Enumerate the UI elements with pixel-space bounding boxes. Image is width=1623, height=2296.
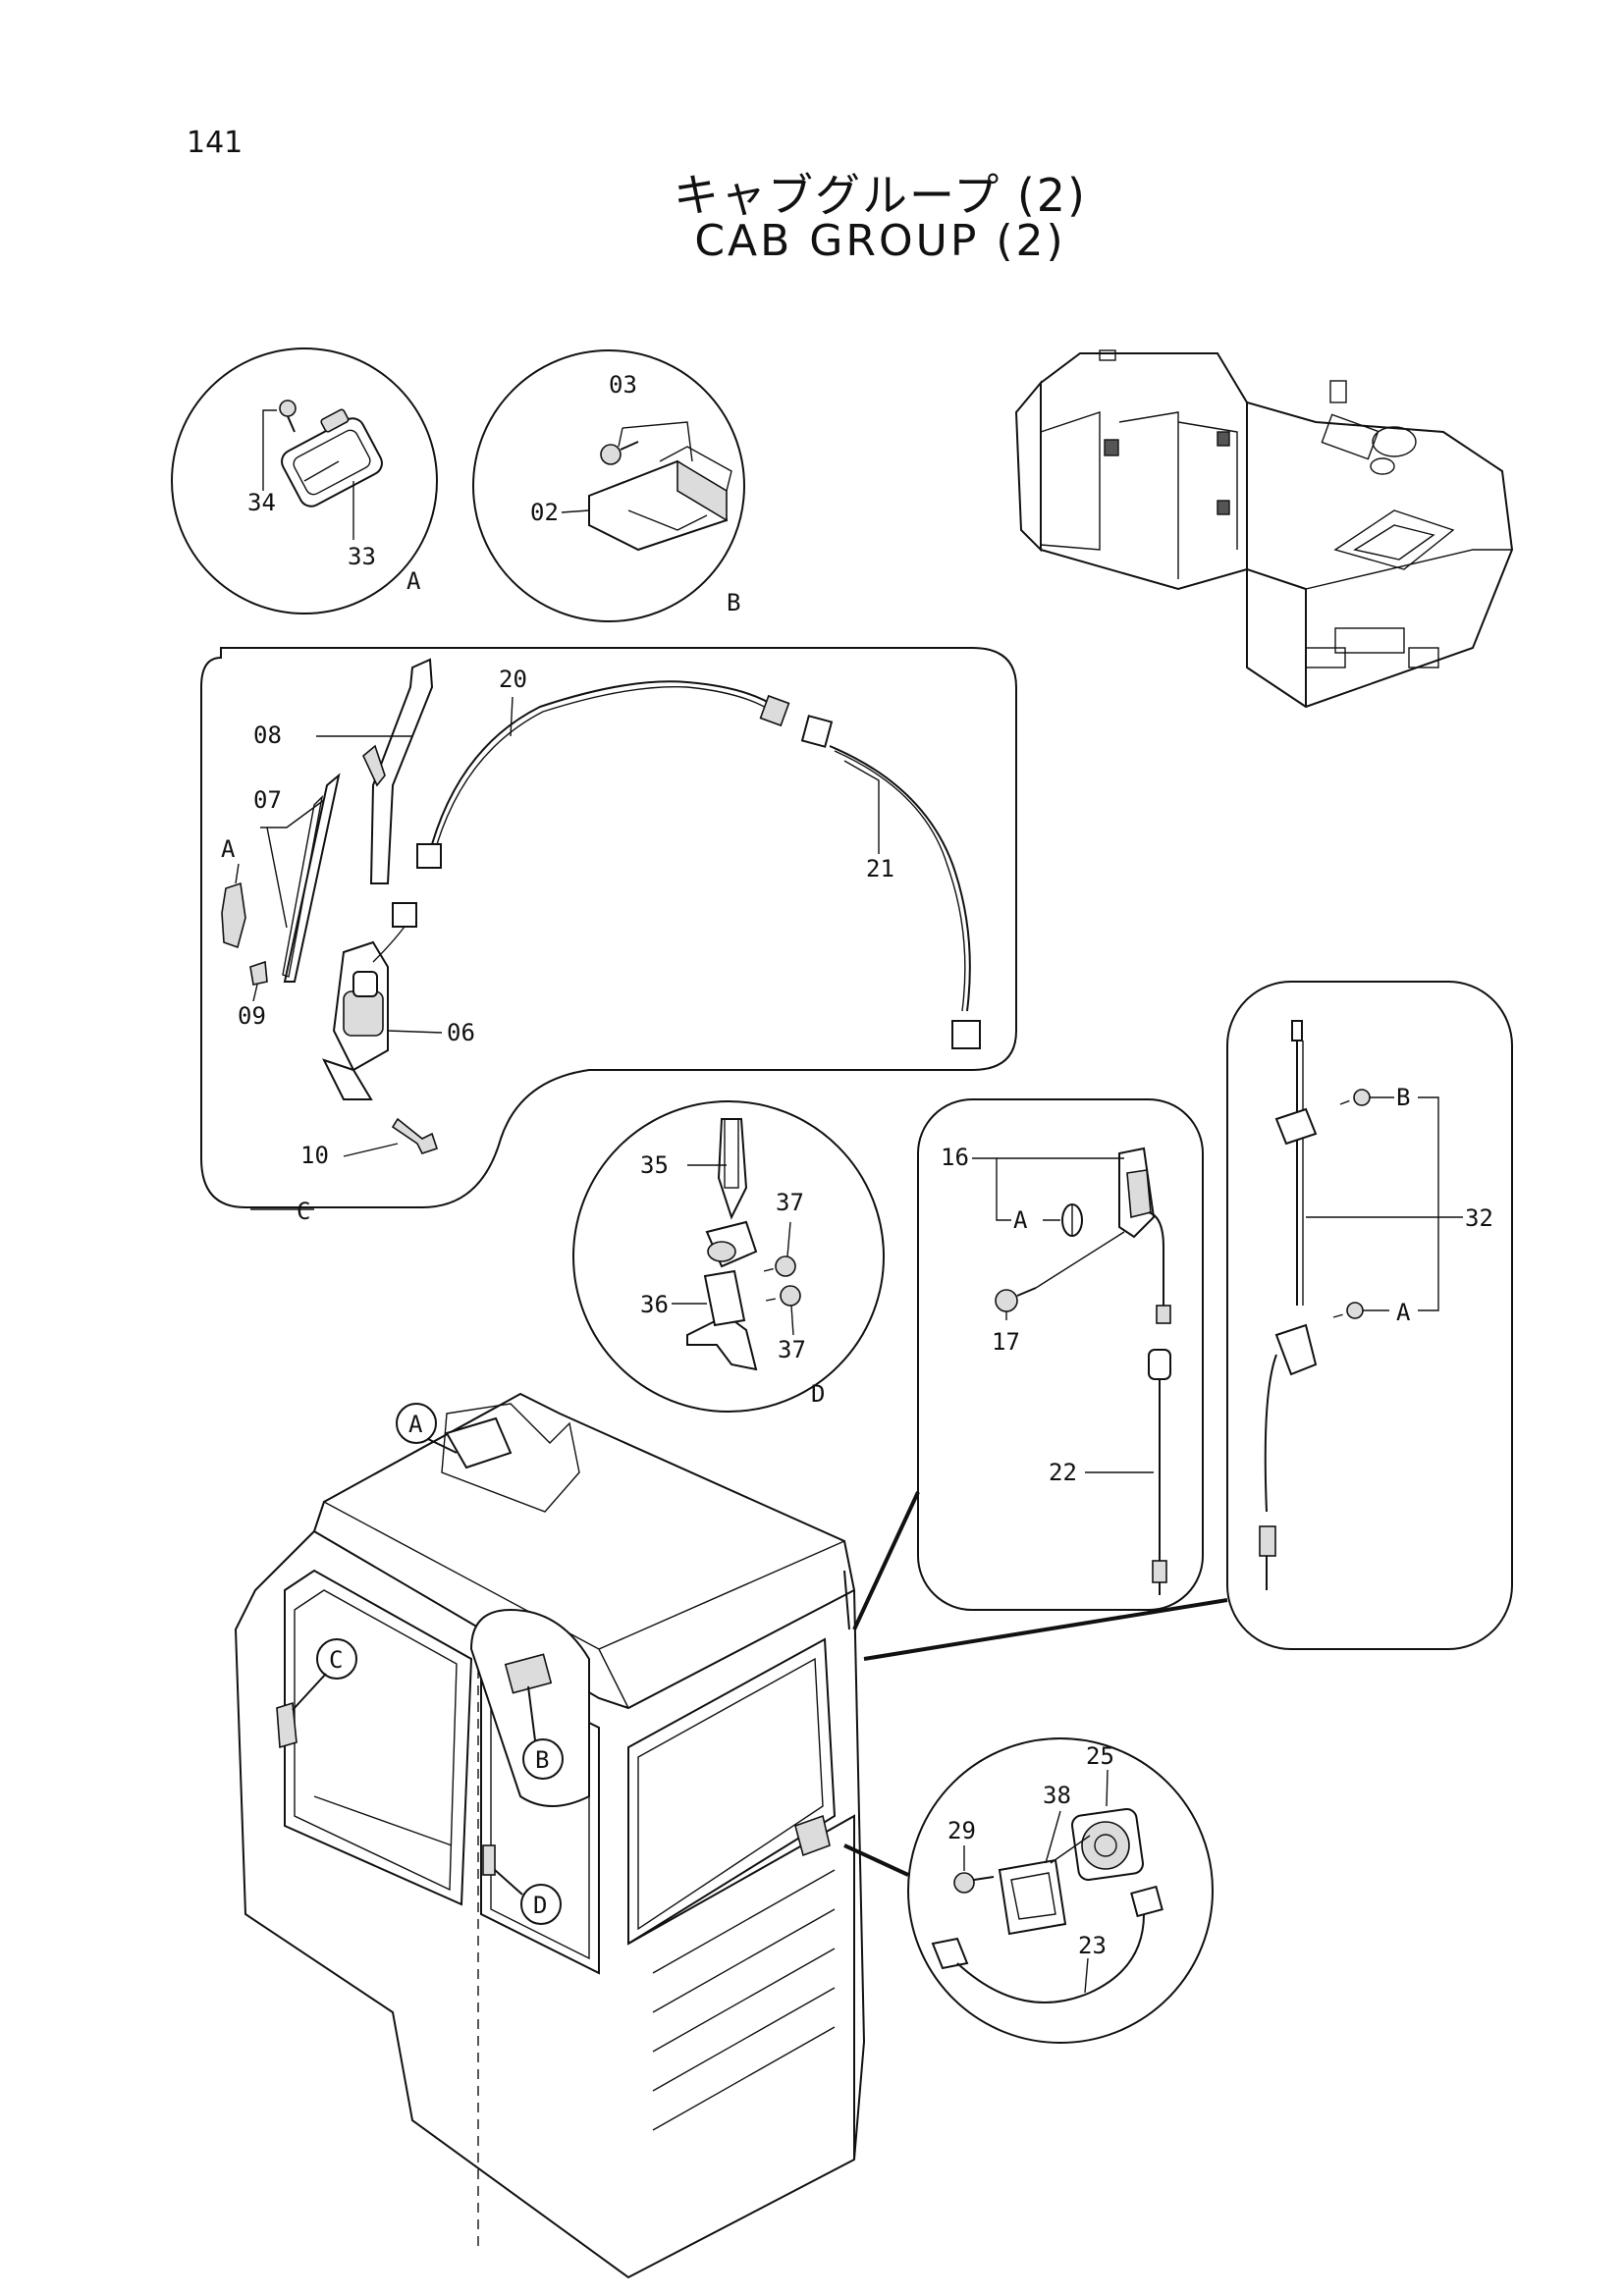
label-37-upper: 37 [776, 1189, 804, 1216]
page-number: 141 [187, 126, 243, 160]
label-06: 06 [447, 1019, 475, 1046]
detail-d-lever: 35 36 37 37 D [572, 1100, 885, 1413]
callout-d-circle [520, 1884, 562, 1925]
callout-c-circle [316, 1638, 357, 1680]
cab-main-illustration: A C B D [234, 1392, 1228, 2279]
label-09: 09 [238, 1002, 266, 1030]
label-35: 35 [640, 1151, 669, 1179]
label-37-lower: 37 [778, 1336, 806, 1363]
label-33: 33 [348, 543, 376, 570]
detail-c-wiper: 08 07 A 09 06 10 20 21 C [200, 647, 1017, 1225]
label-10: 10 [300, 1142, 329, 1169]
callout-a-circle [396, 1403, 437, 1444]
title-english: CAB GROUP (2) [694, 216, 1066, 266]
label-20: 20 [499, 666, 527, 693]
detail-a-ref-c: A [221, 835, 236, 863]
label-07: 07 [253, 786, 282, 814]
bolt-part-34 [279, 400, 297, 417]
label-03: 03 [609, 371, 637, 399]
detail-room-light: 16 A 17 22 [917, 1098, 1204, 1611]
excavator-overview [1014, 349, 1514, 709]
detail-antenna: B A 32 [1226, 981, 1513, 1650]
label-32: 32 [1465, 1204, 1493, 1232]
label-21: 21 [866, 855, 894, 882]
label-22: 22 [1049, 1459, 1077, 1486]
title-japanese: キャブグループ (2) [673, 169, 1088, 222]
callout-d: D [533, 1892, 547, 1919]
detail-label-d-top: D [811, 1380, 825, 1408]
callout-a: A [408, 1411, 423, 1438]
mirror-part-33 [281, 417, 383, 507]
detail-label-a-top: A [406, 567, 421, 595]
label-23: 23 [1078, 1932, 1107, 1959]
detail-label-c-top: C [297, 1198, 310, 1225]
detail-b-light: 03 02 B [472, 349, 745, 622]
detail-label-b-top: B [727, 589, 740, 616]
label-34: 34 [247, 489, 276, 516]
detail-a-ref-32: A [1396, 1299, 1411, 1326]
label-38: 38 [1043, 1782, 1071, 1809]
detail-a-ref-16: A [1013, 1206, 1028, 1234]
detail-b-ref-32: B [1396, 1084, 1410, 1111]
label-16: 16 [941, 1144, 969, 1171]
label-25: 25 [1086, 1742, 1114, 1770]
label-17: 17 [992, 1328, 1020, 1356]
callout-b-circle [522, 1738, 564, 1780]
detail-speaker: 25 38 29 23 [907, 1737, 1214, 2044]
label-08: 08 [253, 721, 282, 749]
screw-part-03 [600, 444, 622, 465]
callout-c: C [329, 1646, 343, 1674]
callout-b: B [535, 1746, 549, 1774]
label-29: 29 [947, 1817, 976, 1844]
label-02: 02 [530, 499, 559, 526]
detail-a-mirror: 34 33 A [171, 347, 438, 614]
label-36: 36 [640, 1291, 669, 1318]
